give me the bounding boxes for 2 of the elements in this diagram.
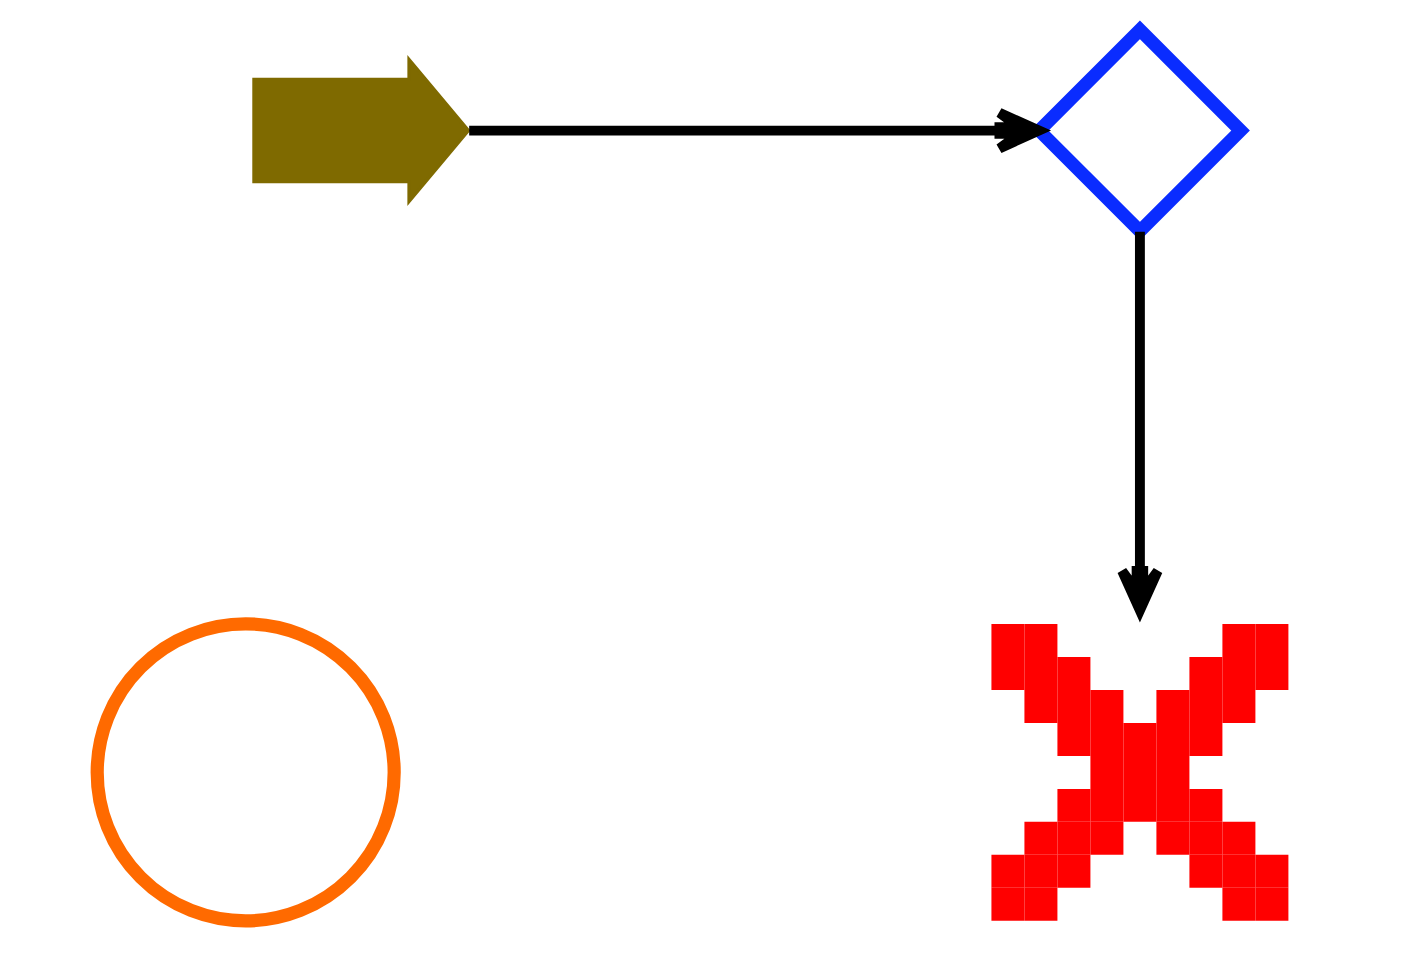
node-circle: [90, 617, 401, 928]
node-arrow: [252, 55, 471, 207]
